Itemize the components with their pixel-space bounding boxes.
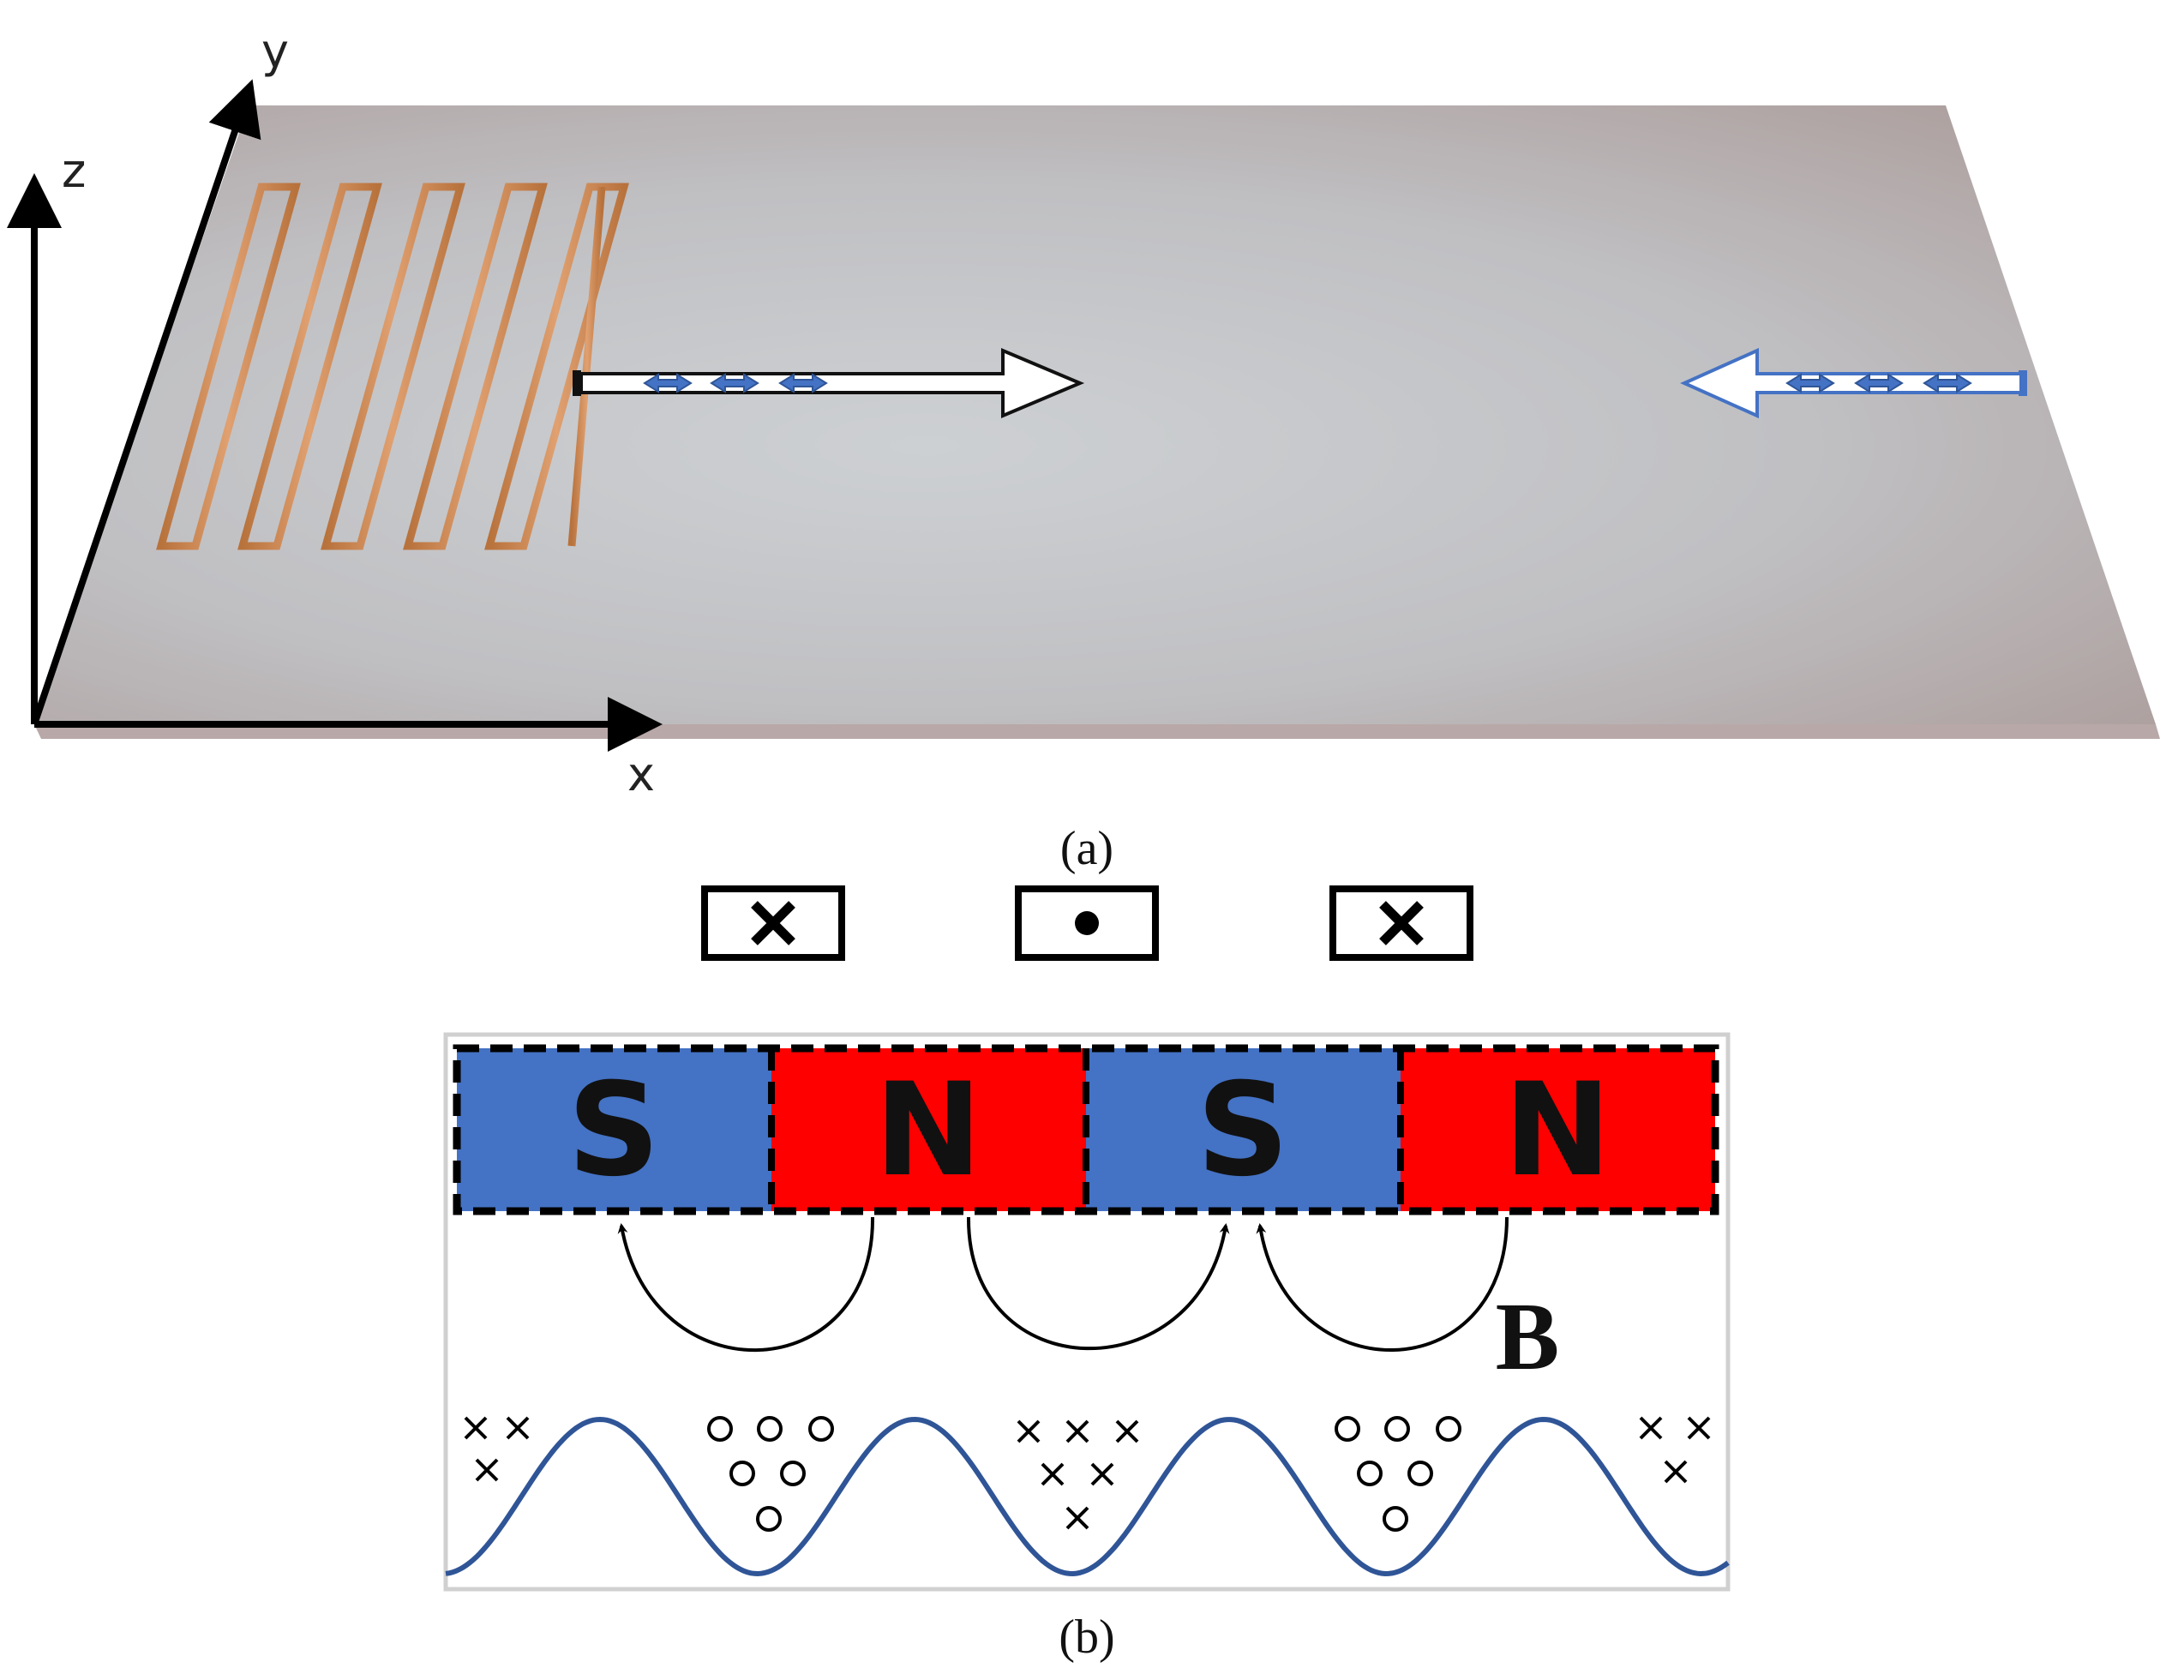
x-axis-label: x	[627, 747, 655, 801]
magnet-s-1	[457, 1048, 771, 1211]
coordinate-axes: x y z	[7, 24, 663, 801]
coil-loop-2	[237, 183, 382, 550]
cross-icon	[1379, 901, 1424, 945]
magnet-array: S N S N	[453, 1044, 1719, 1215]
figure-b: S N S N B	[443, 885, 1731, 1664]
coil-lead	[567, 186, 606, 547]
magnet-n-2	[1401, 1048, 1715, 1211]
y-axis-label: y	[261, 24, 289, 78]
coil-loop-1	[156, 183, 301, 550]
plate-surface	[34, 105, 2156, 724]
cross-icon	[751, 901, 795, 945]
field-line-2	[966, 1216, 1230, 1351]
magnet-label-n-1: N	[874, 1056, 982, 1205]
magnet-label-s-1: S	[567, 1056, 660, 1205]
magnet-label-n-2: N	[1503, 1056, 1611, 1205]
particle-motion-icon	[778, 373, 828, 393]
caption-b: (b)	[1059, 1611, 1114, 1664]
coil-loop-5	[484, 183, 629, 550]
figure-a: x y z (a)	[7, 24, 2160, 875]
meander-coil	[156, 183, 629, 550]
coil-current-out-of-page	[1015, 885, 1159, 961]
particle-motion-icon	[643, 373, 693, 393]
current-group-circle-1	[707, 1416, 834, 1532]
caption-a: (a)	[1060, 822, 1113, 875]
z-axis-label: z	[62, 144, 86, 198]
wave-arrow-right	[573, 347, 1085, 419]
field-lines	[617, 1216, 1509, 1352]
coil-cross-sections	[701, 885, 1473, 961]
magnet-s-2	[1086, 1048, 1401, 1211]
coil-current-into-page	[701, 885, 845, 961]
current-group-cross-2	[1017, 1419, 1139, 1530]
particle-motion-icon	[1923, 373, 1972, 393]
magnet-label-s-2: S	[1197, 1056, 1289, 1205]
current-group-cross-1	[464, 1416, 530, 1482]
coil-loop-4	[403, 183, 548, 550]
y-axis	[31, 79, 261, 726]
particle-motion-icon	[710, 373, 759, 393]
particle-motion-icon	[1785, 373, 1835, 393]
field-line-3	[1256, 1216, 1509, 1352]
field-line-1	[617, 1216, 875, 1352]
eddy-current-wave	[445, 1416, 1730, 1577]
current-group-cross-3	[1639, 1416, 1711, 1484]
magnet-n-1	[771, 1048, 1086, 1211]
coil-current-into-page	[1329, 885, 1473, 961]
dot-icon	[1075, 911, 1099, 935]
plate-edge	[34, 724, 2160, 739]
particle-motion-icon	[1854, 373, 1904, 393]
coil-loop-3	[321, 183, 465, 550]
field-label-b: B	[1496, 1284, 1560, 1390]
current-group-circle-2	[1335, 1416, 1461, 1532]
wave-arrow-left	[1680, 347, 2027, 419]
